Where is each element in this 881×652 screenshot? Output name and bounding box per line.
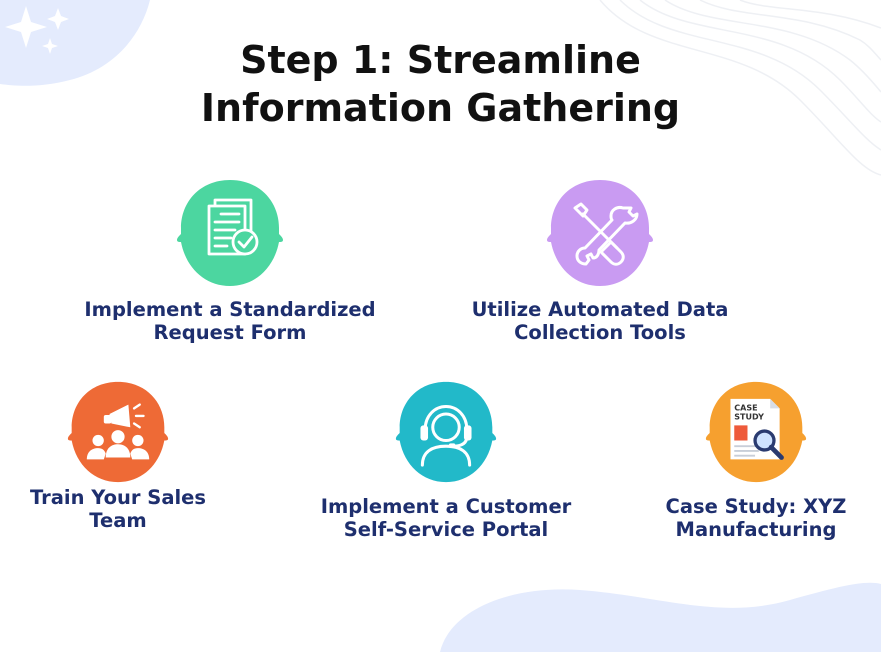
item-customer-self-service-portal: Implement a Customer Self-Service Portal [316,380,576,541]
top-left-blob [0,0,150,86]
item-automated-data-tools: Utilize Automated Data Collection Tools [450,178,750,344]
case-study-document-icon: CASE STUDY [705,381,807,483]
wrench-screwdriver-icon [547,180,653,286]
title-line-1: Step 1: Streamline [240,38,641,82]
title-line-2: Information Gathering [200,86,681,130]
item-label: Implement a Customer Self-Service Portal [320,495,572,541]
item-label: Case Study: XYZ Manufacturing [665,495,847,541]
item-label: Implement a Standardized Request Form [84,298,376,344]
item-case-study-xyz: CASE STUDY Case Study: XYZ Manufacturing [656,380,856,541]
page-title: Step 1: Streamline Information Gathering [0,36,881,132]
bottom-right-blob [440,582,881,652]
item-label: Utilize Automated Data Collection Tools [471,298,729,344]
documents-checkmark-icon [177,180,283,286]
item-standardized-request-form: Implement a Standardized Request Form [80,178,380,344]
headset-support-icon [395,381,497,483]
top-right-wave-lines [599,0,881,176]
item-label: Train Your Sales Team [29,486,207,532]
case-study-caption-2: STUDY [734,413,764,422]
sparkle-icon [5,6,69,54]
case-study-caption-1: CASE [734,403,757,412]
megaphone-team-icon [67,381,169,483]
item-train-sales-team: Train Your Sales Team [18,380,218,532]
